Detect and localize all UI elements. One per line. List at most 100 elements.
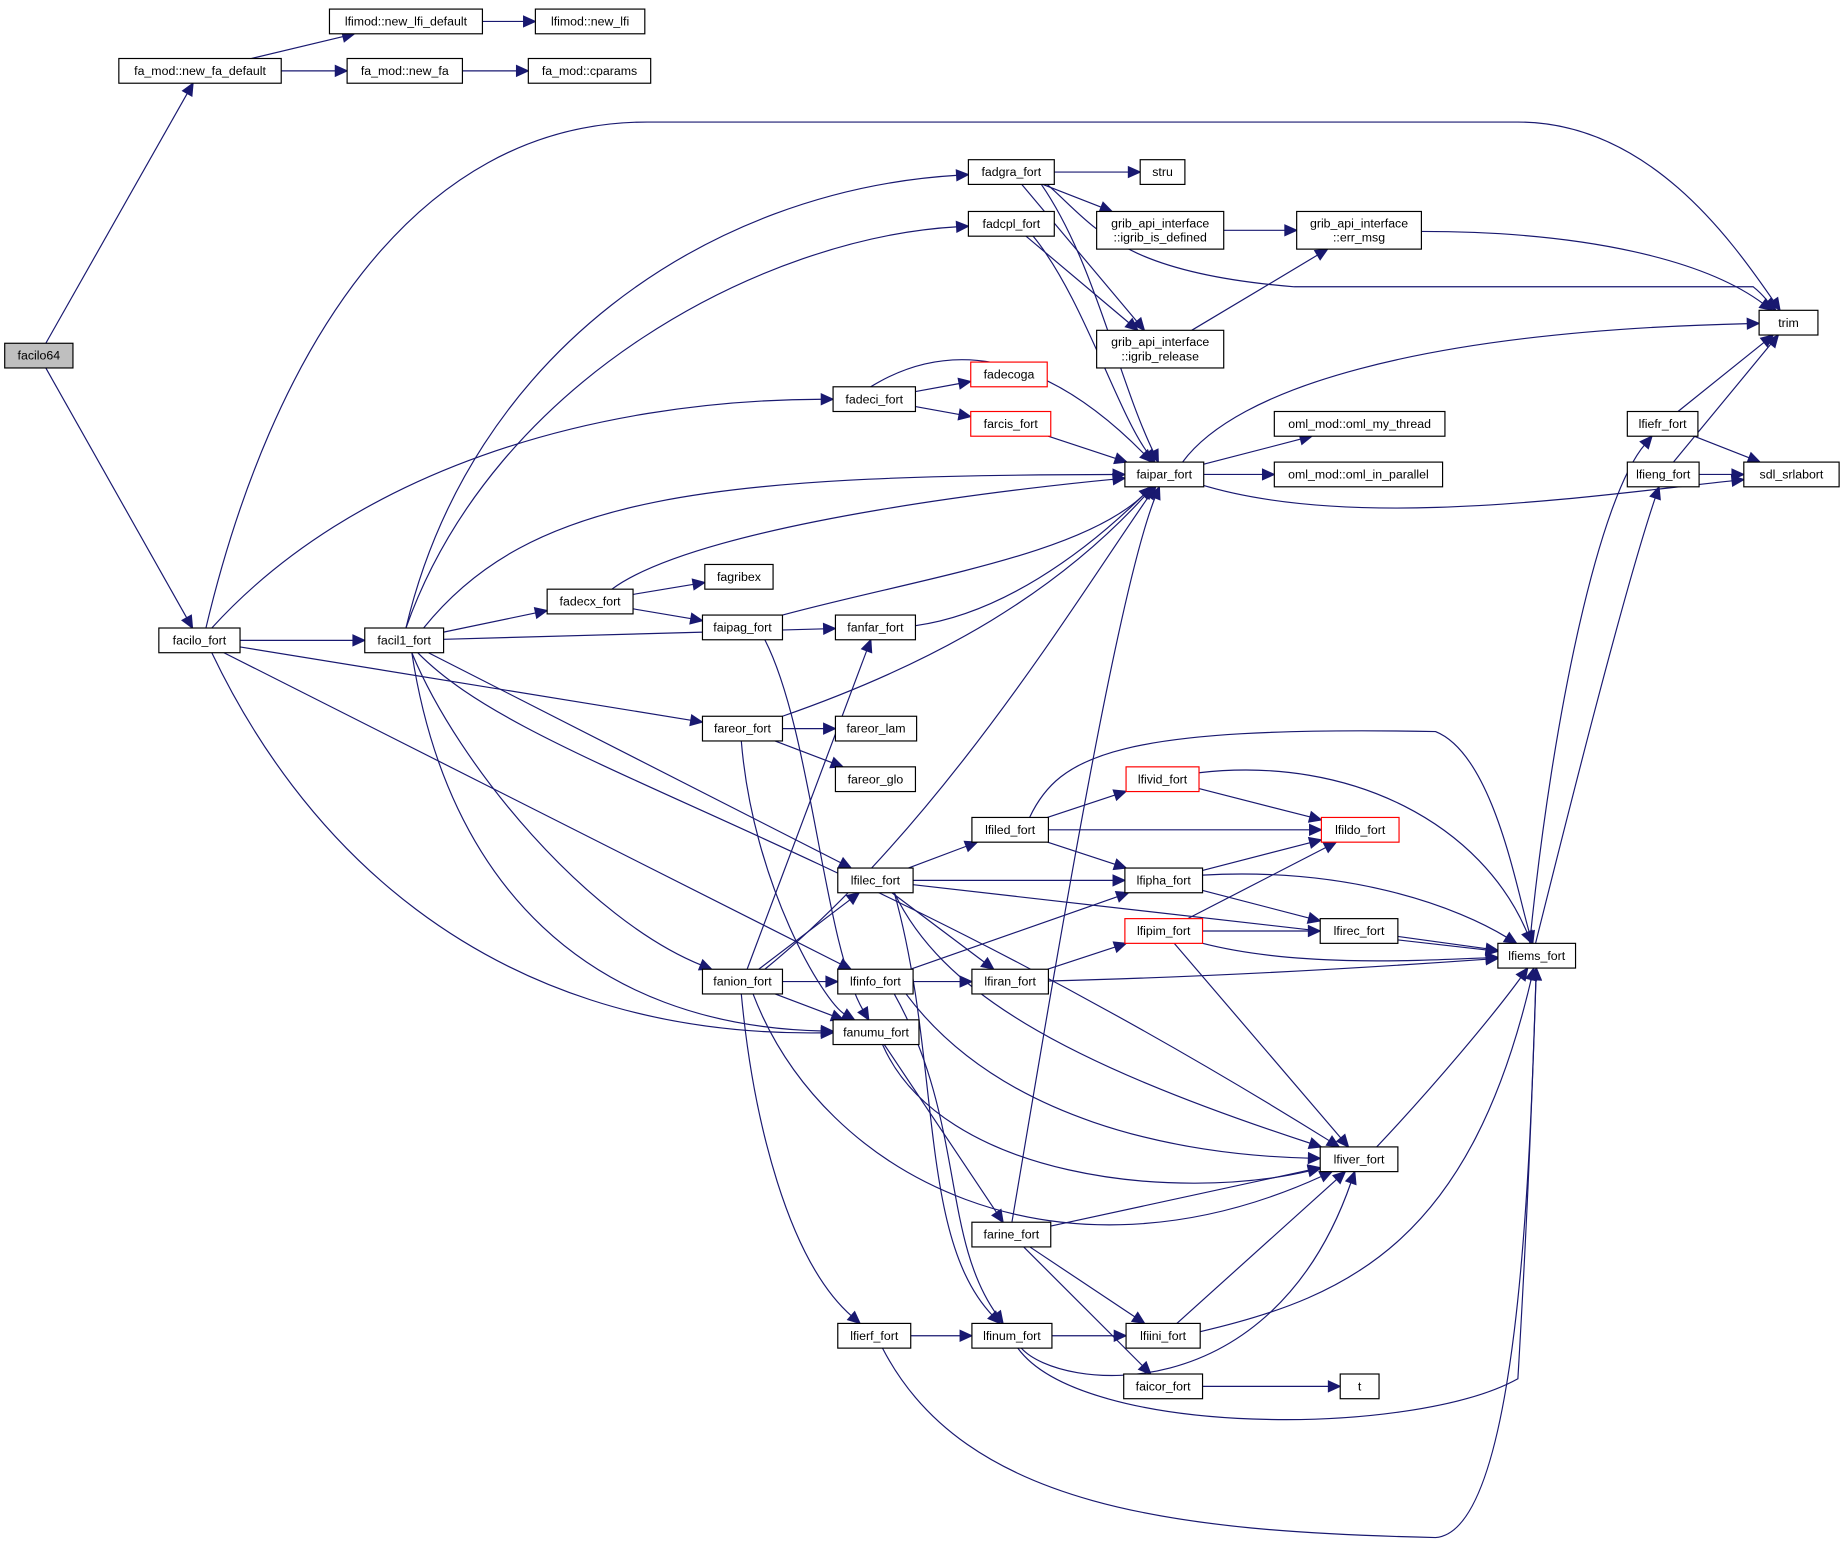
node-fa-mod-new-fa-default[interactable]: fa_mod::new_fa_default — [118, 57, 282, 84]
edge-faipar_fort-to-trim — [1182, 317, 1761, 463]
arrowhead-icon — [1746, 451, 1762, 464]
arrowhead-icon — [1484, 942, 1500, 955]
node-lfivid-fort[interactable]: lfivid_fort — [1125, 766, 1200, 793]
node-lfiefr-fort[interactable]: lfiefr_fort — [1626, 410, 1699, 437]
node-box — [1273, 410, 1446, 437]
node-lfildo-fort[interactable]: lfildo_fort — [1320, 816, 1400, 843]
edge-lfimod_new_lfi_default-to-lfimod_new_lfi — [482, 15, 537, 28]
node-lfilec-fort[interactable]: lfilec_fort — [837, 867, 914, 894]
node-lfinfo-fort[interactable]: lfinfo_fort — [837, 968, 914, 995]
edge-fa_mod_new_fa_default-to-fa_mod_new_fa — [281, 64, 349, 78]
edge-line — [891, 892, 986, 964]
node-box — [834, 766, 917, 793]
edge-farine_fort-to-faipar_fort — [1011, 485, 1161, 1223]
edge-lfiled_fort-to-lfipha_fort — [1047, 841, 1128, 871]
node-lfiver-fort[interactable]: lfiver_fort — [1319, 1146, 1399, 1173]
node-farine-fort[interactable]: farine_fort — [971, 1221, 1052, 1248]
node-fadcpl-fort[interactable]: fadcpl_fort — [967, 210, 1055, 237]
node-grib-release[interactable]: grib_api_interface::igrib_release — [1096, 329, 1225, 369]
node-fareor-fort[interactable]: fareor_fort — [701, 715, 784, 742]
edge-line — [915, 406, 961, 416]
node-label: lfinfo_fort — [850, 975, 901, 989]
node-label: lfimod::new_lfi_default — [345, 15, 468, 29]
node-fadgra-fort[interactable]: fadgra_fort — [967, 159, 1055, 185]
arrowhead-icon — [1261, 468, 1276, 481]
arrowhead-icon — [1307, 836, 1323, 849]
node-facilo64[interactable]: facilo64 — [4, 342, 74, 369]
node-fa-mod-new-fa[interactable]: fa_mod::new_fa — [346, 57, 464, 84]
node-lfiems-fort[interactable]: lfiems_fort — [1497, 942, 1577, 969]
node-lfipha-fort[interactable]: lfipha_fort — [1124, 867, 1204, 894]
node-lfipim-fort[interactable]: lfipim_fort — [1124, 918, 1204, 944]
edge-line — [1048, 958, 1488, 982]
edge-line — [740, 740, 846, 1016]
node-fadecx-fort[interactable]: fadecx_fort — [546, 588, 634, 615]
node-grib-is-defined[interactable]: grib_api_interface::igrib_is_defined — [1096, 210, 1225, 250]
arrowhead-icon — [1306, 1164, 1322, 1177]
edge-fadeci_fort-to-farcis_fort — [915, 406, 973, 421]
edge-line — [1198, 787, 1312, 818]
arrowhead-icon — [523, 15, 537, 28]
arrowhead-icon — [1113, 452, 1129, 465]
node-fanfar-fort[interactable]: fanfar_fort — [834, 614, 917, 641]
node-oml-in-parallel[interactable]: oml_mod::oml_in_parallel — [1273, 461, 1444, 488]
node-label: grib_api_interface — [1310, 216, 1408, 230]
node-label: lfirec_fort — [1334, 924, 1385, 938]
arrowhead-icon — [689, 714, 704, 727]
node-lfinum-fort[interactable]: lfinum_fort — [971, 1322, 1053, 1349]
edge-faipar_fort-to-oml_in_parallel — [1203, 468, 1276, 481]
node-fa-mod-cparams[interactable]: fa_mod::cparams — [527, 57, 652, 84]
arrowhead-icon — [1131, 316, 1146, 332]
arrowhead-icon — [689, 612, 704, 625]
node-fanumu-fort[interactable]: fanumu_fort — [832, 1019, 920, 1046]
node-fadecoga[interactable]: fadecoga — [970, 361, 1048, 388]
edge-line — [893, 892, 1312, 1145]
node-trim[interactable]: trim — [1758, 309, 1819, 336]
node-label: ::err_msg — [1333, 230, 1385, 244]
node-lfirec-fort[interactable]: lfirec_fort — [1319, 918, 1399, 944]
node-lfiran-fort[interactable]: lfiran_fort — [971, 968, 1049, 995]
node-faipag-fort[interactable]: faipag_fort — [701, 614, 784, 641]
node-fanion-fort[interactable]: fanion_fort — [701, 968, 784, 995]
node-lfiini-fort[interactable]: lfiini_fort — [1125, 1322, 1201, 1349]
node-lfimod-new-lfi[interactable]: lfimod::new_lfi — [534, 8, 646, 35]
node-label: lfipha_fort — [1137, 874, 1192, 888]
node-fadeci-fort[interactable]: fadeci_fort — [832, 386, 917, 413]
node-label: fadecoga — [984, 368, 1035, 382]
node-lfierf-fort[interactable]: lfierf_fort — [837, 1322, 912, 1349]
node-oml-my-thread[interactable]: oml_mod::oml_my_thread — [1273, 410, 1446, 437]
node-t[interactable]: t — [1339, 1373, 1380, 1400]
node-facilo-fort[interactable]: facilo_fort — [158, 627, 241, 654]
node-fareor-lam[interactable]: fareor_lam — [834, 715, 918, 742]
node-stru[interactable]: stru — [1139, 159, 1186, 185]
node-lfiled-fort[interactable]: lfiled_fort — [971, 816, 1049, 843]
edge-line — [782, 493, 1145, 616]
edge-fadeci_fort-to-fadecoga — [915, 377, 973, 393]
node-label: t — [1358, 1379, 1362, 1393]
arrowhead-icon — [1746, 317, 1761, 330]
node-box — [1125, 766, 1200, 793]
edge-fareor_fort-to-fareor_lam — [782, 722, 837, 735]
node-grib-err-msg[interactable]: grib_api_interface::err_msg — [1296, 210, 1422, 250]
node-label: facil1_fort — [377, 633, 431, 647]
node-label: fa_mod::new_fa_default — [134, 64, 266, 78]
node-label: stru — [1152, 165, 1173, 179]
edge-line — [1200, 480, 1734, 509]
node-box — [1319, 918, 1399, 944]
node-farcis-fort[interactable]: farcis_fort — [970, 410, 1052, 437]
node-box — [701, 715, 784, 742]
edge-line — [423, 473, 1115, 629]
node-facil1-fort[interactable]: facil1_fort — [364, 627, 445, 654]
node-faipar-fort[interactable]: faipar_fort — [1124, 461, 1205, 488]
node-lfieng-fort[interactable]: lfieng_fort — [1626, 461, 1700, 488]
edge-facilo_fort-to-fadeci_fort — [211, 393, 835, 629]
node-faicor-fort[interactable]: faicor_fort — [1123, 1373, 1204, 1400]
arrowhead-icon — [1639, 435, 1653, 450]
node-fareor-glo[interactable]: fareor_glo — [834, 766, 917, 793]
node-label: fareor_lam — [847, 722, 906, 736]
arrowhead-icon — [857, 1006, 870, 1022]
node-sdl-srlabort[interactable]: sdl_srlabort — [1743, 461, 1840, 488]
node-fagribex[interactable]: fagribex — [704, 563, 774, 590]
node-lfimod-new-lfi-default[interactable]: lfimod::new_lfi_default — [328, 8, 484, 35]
edge-facil1_fort-to-fadcpl_fort — [405, 220, 970, 629]
